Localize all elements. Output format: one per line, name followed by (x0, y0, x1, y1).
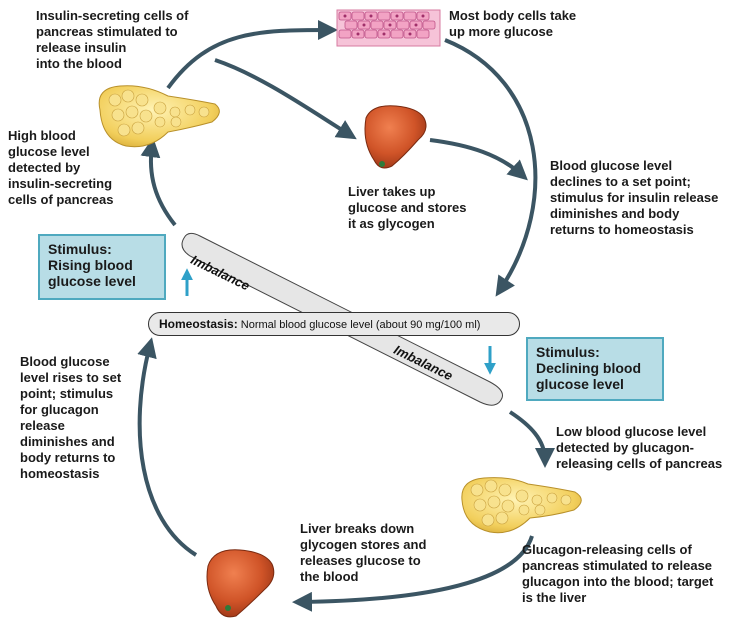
arrow-liver-to-setpoint (137, 337, 198, 557)
homeostasis-text: Normal blood glucose level (about 90 mg/… (237, 319, 481, 331)
label-body-cells: Most body cells take up more glucose (449, 8, 577, 39)
arrow-detect-to-pancreas (140, 137, 177, 227)
label-low-glucose: Low blood glucose level detected by gluc… (556, 424, 723, 471)
stimulus-declining-box: Stimulus: Declining blood glucose level (526, 337, 664, 401)
arrow-cells-to-setpoint (444, 38, 538, 297)
liver-icon (206, 549, 275, 618)
stimulus-arrows (181, 268, 496, 375)
cycle-arrows (137, 20, 555, 612)
pancreas-icon (461, 477, 582, 534)
arrow-pancreas-to-liver (214, 58, 357, 140)
arrow-imbalance-to-low (508, 410, 555, 468)
arrow-pancreas-to-liver-bottom (292, 535, 534, 612)
label-glucagon-releasing: Glucagon-releasing cells of pancreas sti… (522, 542, 714, 605)
arrow-liver-to-declines (429, 138, 528, 181)
homeostasis-bar: Homeostasis: Normal blood glucose level … (148, 312, 520, 336)
label-declines: Blood glucose level declines to a set po… (550, 158, 719, 237)
label-rises: Blood glucose level rises to set point; … (20, 354, 122, 481)
stimulus-rising-box: Stimulus: Rising blood glucose level (38, 234, 166, 300)
pancreas-icon (98, 85, 220, 148)
label-insulin-secreting: Insulin-secreting cells of pancreas stim… (36, 8, 189, 71)
label-liver-breaks-down: Liver breaks down glycogen stores and re… (300, 521, 427, 584)
label-high-glucose: High blood glucose level detected by ins… (8, 128, 114, 207)
label-liver-takes-up: Liver takes up glucose and stores it as … (348, 184, 467, 231)
body-cells-icon (336, 9, 441, 47)
homeostasis-title: Homeostasis: (159, 317, 238, 331)
arrow-pancreas-to-cells (166, 20, 338, 90)
liver-icon (364, 105, 427, 169)
